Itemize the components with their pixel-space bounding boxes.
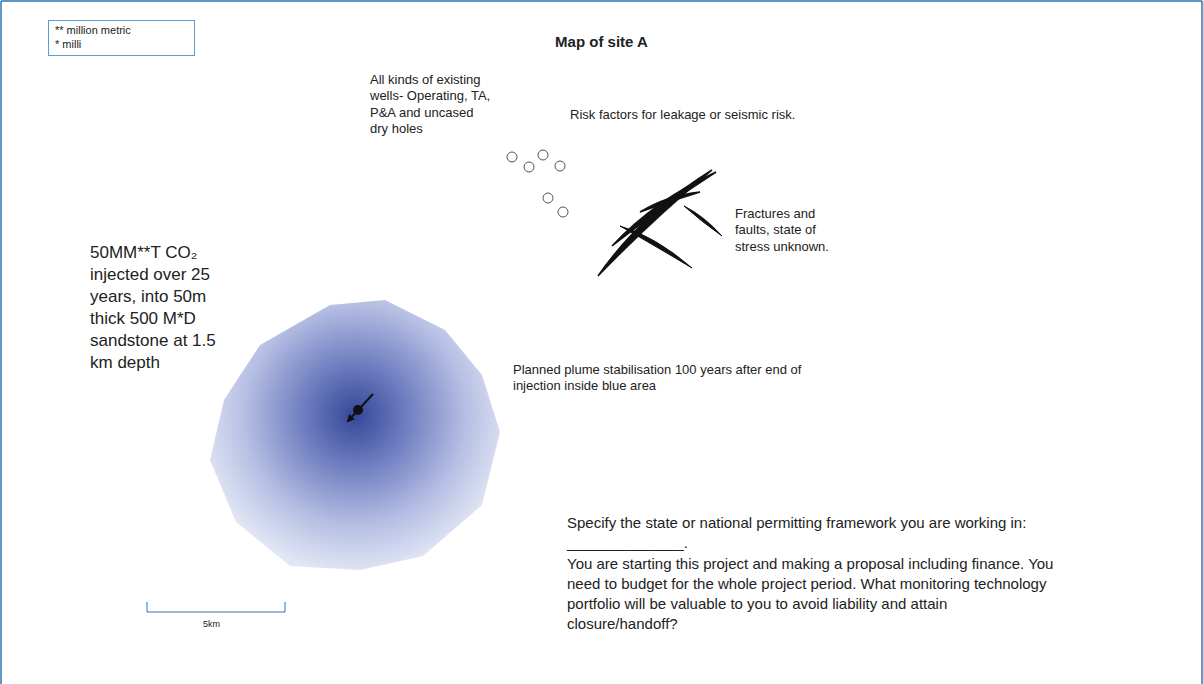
scale-bar bbox=[147, 602, 285, 612]
key-entry: ** million metric bbox=[55, 24, 188, 38]
risk-note: Risk factors for leakage or seismic risk… bbox=[570, 107, 870, 123]
injection-spec: 50MM**T CO₂ injected over 25 years, into… bbox=[90, 242, 232, 375]
injection-well bbox=[348, 394, 373, 421]
fractures-note: Fractures and faults, state of stress un… bbox=[735, 206, 853, 255]
framework-prompt: Specify the state or national permitting… bbox=[567, 513, 1057, 553]
wells-note: All kinds of existing wells- Operating, … bbox=[370, 72, 492, 137]
fractures-faults bbox=[598, 170, 722, 276]
key-entry: * milli bbox=[55, 38, 188, 52]
units-key-box: ** million metric* milli bbox=[48, 20, 195, 56]
existing-wells bbox=[507, 150, 568, 217]
co2-plume bbox=[210, 300, 500, 570]
plume-note: Planned plume stabilisation 100 years af… bbox=[513, 362, 833, 395]
task-prompt: You are starting this project and making… bbox=[567, 554, 1057, 634]
scale-label: 5km bbox=[203, 619, 243, 630]
